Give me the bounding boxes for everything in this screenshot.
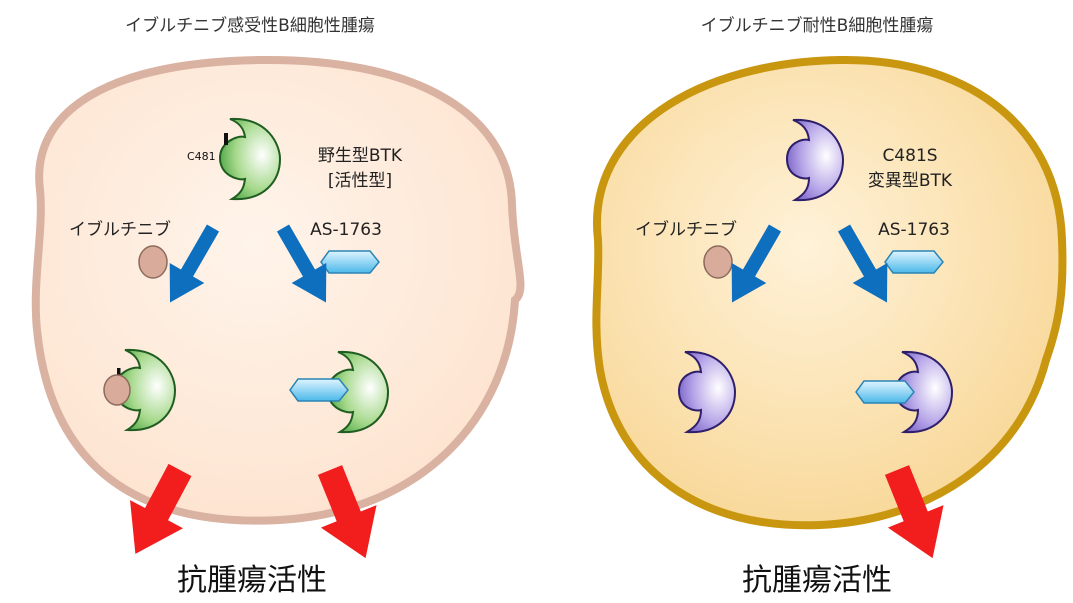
active-form-label: [活性型] (328, 171, 392, 191)
left-title: イブルチニブ感受性B細胞性腫瘍 (125, 15, 375, 36)
as1763-label-right: AS-1763 (878, 220, 950, 240)
ibrutinib-label-right: イブルチニブ (635, 219, 737, 240)
btk-ibrutinib-bound (103, 348, 176, 432)
left-cell (31, 55, 525, 525)
wild-type-btk-label: 野生型BTK (318, 146, 403, 166)
right-cell (592, 55, 1067, 530)
c481s-label: C481S (882, 146, 937, 166)
antitumor-activity-right: 抗腫瘍活性 (742, 563, 892, 598)
ibrutinib-molecule-icon-right (703, 245, 733, 279)
as1763-molecule-icon (320, 250, 380, 274)
as1763-molecule-icon-right (884, 250, 944, 274)
c481-label: C481 (187, 150, 216, 163)
left-panel: イブルチニブ感受性B細胞性腫瘍 C481 野生型BTK [活性型] イブルチニブ… (31, 15, 525, 598)
ibrutinib-label-left: イブルチニブ (69, 219, 171, 240)
as1763-label-left: AS-1763 (310, 220, 382, 240)
wild-type-btk-top (219, 117, 281, 201)
ibrutinib-molecule-icon (138, 245, 168, 279)
right-title: イブルチニブ耐性B細胞性腫瘍 (701, 15, 934, 36)
antitumor-activity-left: 抗腫瘍活性 (177, 563, 327, 598)
right-panel: イブルチニブ耐性B細胞性腫瘍 C481S 変異型BTK イブルチニブ AS-17… (592, 15, 1067, 598)
mutant-btk-label: 変異型BTK (868, 171, 953, 191)
